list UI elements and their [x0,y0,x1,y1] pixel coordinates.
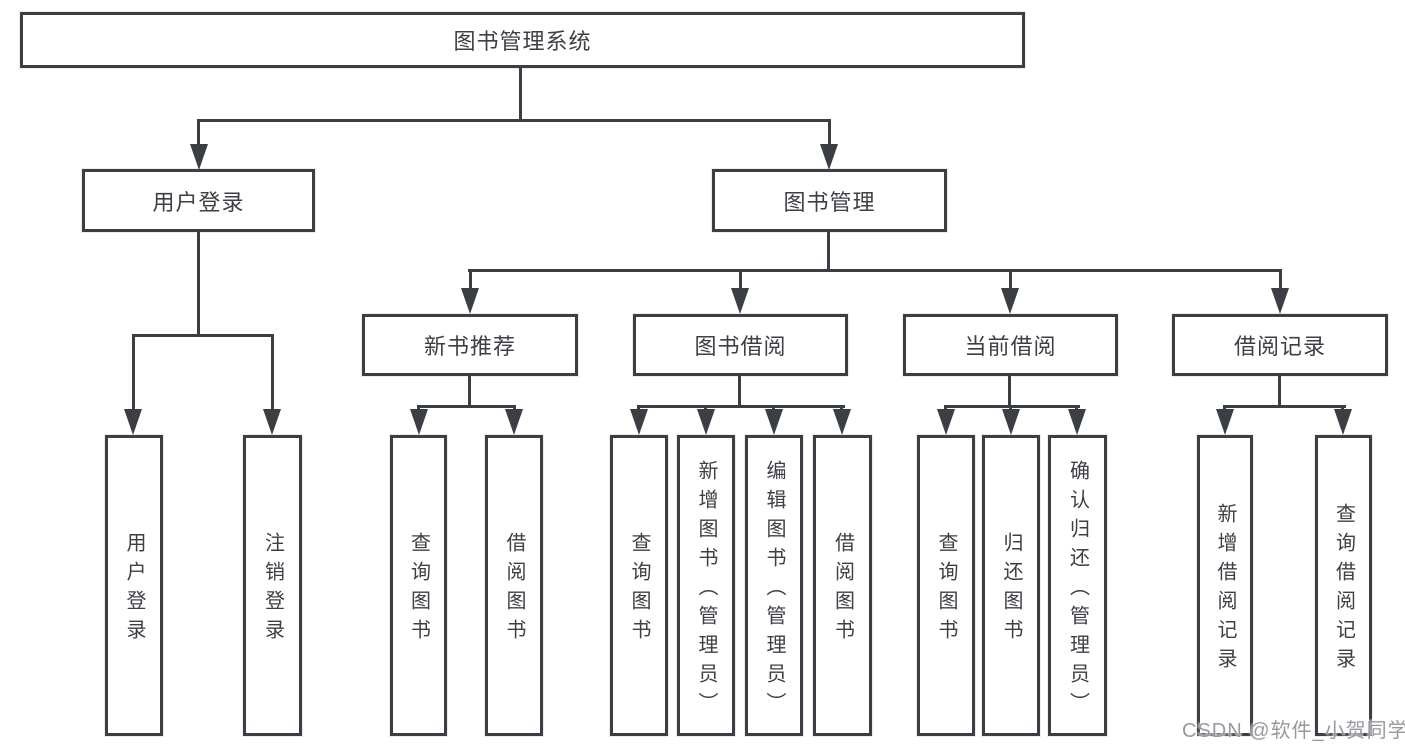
node-user-login-label: 用户登录 [152,189,245,215]
arrow-down-icon [731,288,749,314]
connector-line [132,334,135,412]
arrow-down-icon [263,409,281,435]
connector-line [1008,374,1011,408]
leaf-edit-books-admin: 编辑图书（管理员） [745,435,803,736]
leaf-borrowing-query-books: 查询图书 [610,435,668,736]
leaf-add-books-admin-label: 新增图书（管理员） [695,459,717,721]
node-current-borrowing: 当前借阅 [903,314,1118,376]
node-borrowing-records: 借阅记录 [1172,314,1388,376]
node-book-management-label: 图书管理 [783,189,876,215]
connector-line [1223,405,1346,408]
arrow-down-icon [630,409,648,435]
leaf-add-borrow-record: 新增借阅记录 [1197,435,1253,736]
node-root-label: 图书管理系统 [453,29,592,54]
connector-line [1009,269,1012,293]
leaf-user-login: 用户登录 [105,435,163,736]
arrow-down-icon [505,409,523,435]
connector-line [1279,269,1282,293]
arrow-down-icon [1068,409,1086,435]
connector-line [271,334,274,412]
leaf-recommend-query-books: 查询图书 [390,435,447,736]
leaf-user-login-label: 用户登录 [123,532,145,648]
arrow-down-icon [765,409,783,435]
connector-line [1278,374,1281,408]
leaf-borrow-books-label: 借阅图书 [831,532,854,648]
leaf-borrowing-query-books-label: 查询图书 [628,532,650,648]
leaf-add-borrow-record-label: 新增借阅记录 [1214,503,1236,677]
leaf-current-query-books: 查询图书 [917,435,975,736]
node-new-book-recommend-label: 新书推荐 [423,334,516,359]
leaf-query-borrow-record: 查询借阅记录 [1315,435,1372,736]
connector-line [738,374,741,408]
watermark: CSDN @软件_小贺同学 [1182,720,1405,742]
leaf-confirm-return-admin: 确认归还（管理员） [1048,435,1107,736]
arrow-down-icon [697,409,715,435]
connector-line [468,269,1282,272]
connector-line [468,374,471,408]
arrow-down-icon [461,288,479,314]
arrow-down-icon [190,144,208,170]
connector-line [739,269,742,293]
leaf-recommend-borrow-books-label: 借阅图书 [503,532,525,648]
arrow-down-icon [937,409,955,435]
arrow-down-icon [1002,409,1020,435]
node-current-borrowing-label: 当前借阅 [964,334,1057,359]
connector-line [197,230,200,337]
connector-line [827,231,830,272]
leaf-add-books-admin: 新增图书（管理员） [677,435,735,736]
arrow-down-icon [1001,288,1019,314]
leaf-return-books-label: 归还图书 [1000,532,1022,648]
arrow-down-icon [833,409,851,435]
leaf-recommend-borrow-books: 借阅图书 [485,435,543,736]
leaf-recommend-query-books-label: 查询图书 [407,532,430,648]
node-book-borrowing-label: 图书借阅 [694,334,787,359]
leaf-borrow-books: 借阅图书 [813,435,872,736]
arrow-down-icon [1216,409,1234,435]
connector-line [197,119,831,122]
connector-line [519,66,522,122]
arrow-down-icon [1334,409,1352,435]
leaf-return-books: 归还图书 [982,435,1040,736]
arrow-down-icon [820,144,838,170]
connector-line [132,334,274,337]
node-root: 图书管理系统 [20,12,1025,68]
connector-line [197,119,200,151]
leaf-query-borrow-record-label: 查询借阅记录 [1332,503,1355,677]
node-new-book-recommend: 新书推荐 [362,314,578,376]
arrow-down-icon [410,409,428,435]
connector-line [944,405,1080,408]
leaf-logout: 注销登录 [243,435,302,736]
leaf-edit-books-admin-label: 编辑图书（管理员） [763,459,785,721]
arrow-down-icon [124,409,142,435]
leaf-current-query-books-label: 查询图书 [935,532,957,648]
connector-line [828,119,831,151]
node-user-login-module: 用户登录 [82,169,315,232]
node-book-borrowing: 图书借阅 [633,314,848,376]
leaf-logout-label: 注销登录 [261,532,284,648]
leaf-confirm-return-admin-label: 确认归还（管理员） [1066,459,1089,721]
node-borrowing-records-label: 借阅记录 [1233,334,1326,359]
connector-line [637,405,845,408]
connector-line [469,269,472,293]
connector-line [417,405,516,408]
arrow-down-icon [1271,288,1289,314]
node-book-management-module: 图书管理 [712,169,947,232]
